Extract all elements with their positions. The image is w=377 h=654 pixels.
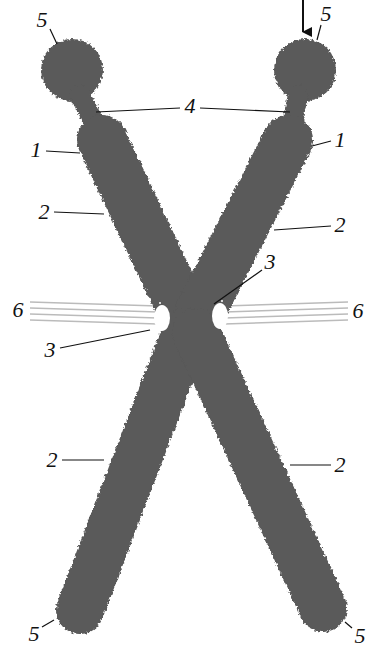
callout-number: 1 [31, 139, 42, 161]
callout-number: 1 [335, 129, 346, 151]
callout-number: 2 [335, 214, 346, 236]
callout-number: 5 [321, 3, 332, 25]
callout-number: 6 [353, 300, 364, 322]
callout-number: 5 [29, 623, 40, 645]
callout-number: 5 [355, 625, 366, 647]
callout-number: 2 [39, 201, 50, 223]
callout-number: 5 [37, 9, 48, 31]
callout-number: 2 [335, 454, 346, 476]
callout-number: 6 [13, 299, 24, 321]
callout-number: 2 [47, 449, 58, 471]
callout-number: 3 [265, 251, 276, 273]
callout-number: 3 [45, 339, 56, 361]
callout-number: 4 [185, 95, 196, 117]
